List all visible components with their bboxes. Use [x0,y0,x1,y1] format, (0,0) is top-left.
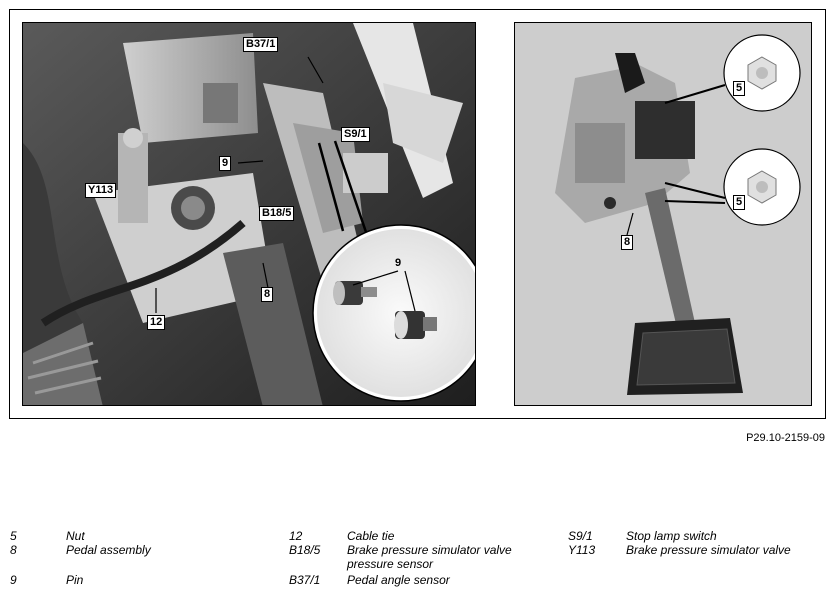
label-8-left: 8 [261,287,274,302]
label-5-top: 5 [733,81,746,96]
legend-code: B18/5 [289,543,321,557]
legend-desc: Cable tie [347,529,395,543]
legend-desc: Stop lamp switch [626,529,717,543]
engine-bay-photo: B37/1 S9/1 9 Y113 B18/5 8 12 9 [22,22,476,406]
legend-col-1: 5 Nut 8 Pedal assembly 9 Pin [10,529,260,589]
legend-code: S9/1 [568,529,593,543]
label-y113: Y113 [85,183,117,198]
legend-code: 8 [10,543,17,557]
label-9-inset: 9 [395,257,402,269]
legend-code: 9 [10,573,17,587]
label-b18-5: B18/5 [259,206,295,221]
label-12: 12 [147,315,166,330]
pedal-assembly-illustration: 5 5 8 [514,22,812,406]
label-5-bottom: 5 [733,195,746,210]
label-8-right: 8 [621,235,634,250]
figure-reference: P29.10-2159-09 [746,432,825,444]
legend-col-2: 12 Cable tie B18/5 Brake pressure simula… [289,529,559,589]
label-b37-1: B37/1 [243,37,279,52]
engine-bay-illustration [23,23,475,405]
legend-code: Y113 [568,543,596,557]
legend-code: 12 [289,529,303,543]
legend-desc-cont: pressure sensor [347,557,434,571]
label-9-left: 9 [219,156,232,171]
legend-code: 5 [10,529,17,543]
legend-desc: Brake pressure simulator valve [347,543,512,557]
legend-desc: Pedal assembly [66,543,151,557]
legend-code: B37/1 [289,573,321,587]
legend-col-3: S9/1 Stop lamp switch Y113 Brake pressur… [568,529,830,589]
label-s9-1: S9/1 [341,127,370,142]
legend-desc: Pedal angle sensor [347,573,450,587]
pedal-assembly-drawing [515,23,811,405]
pin-detail [333,281,437,339]
legend-desc: Brake pressure simulator valve [626,543,791,557]
legend-desc: Pin [66,573,84,587]
legend-desc: Nut [66,529,85,543]
